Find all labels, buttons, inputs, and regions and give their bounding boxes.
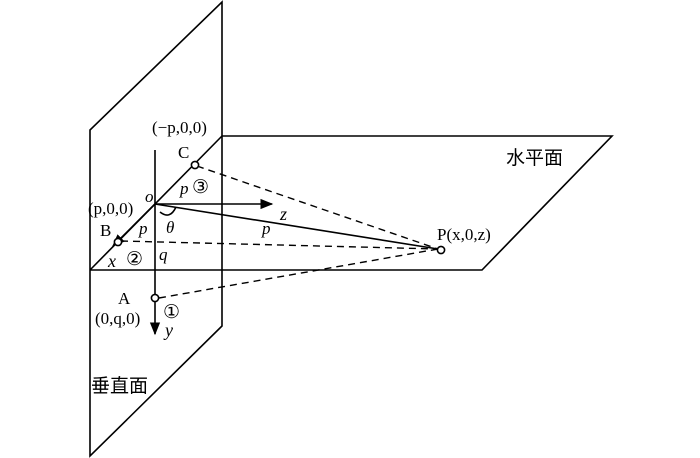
point-B-tag: ② <box>126 249 143 270</box>
point-P <box>436 245 446 255</box>
point-C-tag: ③ <box>192 177 209 198</box>
dashed-lines <box>120 165 439 299</box>
dash-B-P <box>120 240 439 250</box>
label-p-oC: p <box>179 179 189 198</box>
y-axis-label: y <box>163 320 173 340</box>
dash-C-P <box>196 165 439 250</box>
horizontal-plane-label: 水平面 <box>506 147 563 169</box>
point-B-coord: (p,0,0) <box>88 199 133 218</box>
vertical-plane <box>89 0 223 458</box>
point-P-coord: P(x,0,z) <box>437 225 491 244</box>
point-C-coord: (−p,0,0) <box>152 118 207 137</box>
point-C-name: C <box>178 143 189 162</box>
label-theta: θ <box>166 218 174 237</box>
label-p-oP: p <box>261 219 271 238</box>
vertical-plane-label: 垂直面 <box>91 375 148 397</box>
origin-label: o <box>145 187 154 206</box>
label-p-oB: p <box>138 219 148 238</box>
point-B-name: B <box>100 221 111 240</box>
point-A-name: A <box>118 289 131 308</box>
points <box>113 160 446 303</box>
z-axis-label: z <box>279 204 287 224</box>
point-B <box>113 237 123 247</box>
point-A-tag: ① <box>163 302 180 323</box>
point-A-coord: (0,q,0) <box>95 309 140 328</box>
angle-arc <box>159 206 177 216</box>
label-q-oA: q <box>159 245 168 264</box>
horizontal-plane-outline <box>222 135 614 271</box>
segment-o-P <box>154 203 439 250</box>
horizontal-plane <box>89 135 614 271</box>
x-axis-label: x <box>107 251 116 271</box>
point-C <box>190 160 200 170</box>
dash-A-P <box>158 248 439 299</box>
axes <box>112 150 439 336</box>
point-A <box>150 293 160 303</box>
intersection-line <box>89 135 223 271</box>
